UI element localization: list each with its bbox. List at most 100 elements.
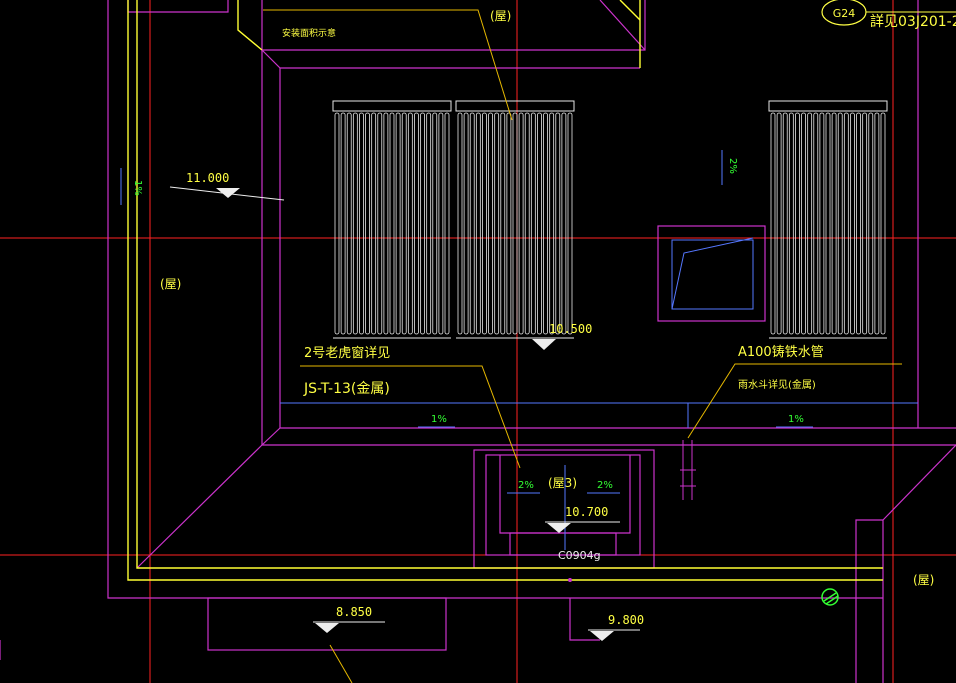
panel-tube — [880, 112, 886, 335]
panel-tube — [340, 112, 346, 335]
panel-tube — [500, 112, 506, 335]
level-bottom-left: 8.850 — [336, 605, 372, 619]
panel-tube — [488, 112, 493, 335]
panel-tube — [543, 112, 548, 335]
level-center: 10.500 — [549, 322, 592, 336]
wall-left-bottom-inner — [136, 0, 883, 569]
panel-tube — [432, 112, 438, 335]
panel-tube — [438, 112, 444, 335]
panel-tube — [524, 112, 530, 335]
panel-tube — [383, 112, 389, 335]
downpipe[interactable] — [680, 440, 696, 500]
pipe-spec: 雨水斗详见(金属) — [738, 378, 816, 391]
panel-tube — [371, 112, 377, 335]
panel-tube — [856, 112, 861, 335]
skylight-frame — [657, 225, 766, 322]
level-triangle-bottom-right — [590, 631, 614, 641]
drain-label: 2号老虎窗详见 — [304, 345, 390, 361]
panel-tube — [537, 112, 542, 335]
panel-header — [768, 100, 888, 112]
panel-tube — [389, 112, 395, 335]
panel-tube — [862, 112, 868, 335]
slope-vert-right: 2% — [727, 158, 738, 174]
panel-tube — [825, 112, 831, 335]
panel-tube — [776, 112, 782, 335]
solar-panel-1 — [332, 100, 452, 339]
panel-tube — [850, 112, 855, 335]
slope-bottom-right: 1% — [788, 414, 804, 425]
panel-tube — [457, 112, 463, 335]
slope-vert-left: 1% — [132, 180, 143, 196]
skylight-glass — [671, 239, 754, 310]
panel-tube — [420, 112, 425, 335]
solar-panel-3 — [768, 100, 888, 339]
annotation-text: 安装面积示意 詳见03J201-2 G24 (屋) (屋) (屋) (屋3) 2… — [132, 7, 956, 587]
top-left-note: 安装面积示意 — [282, 27, 336, 39]
panel-tube — [813, 112, 819, 335]
panel-tube — [414, 112, 419, 335]
level-left: 11.000 — [186, 171, 229, 185]
slope-center-left: 2% — [518, 480, 534, 491]
panel-tube — [795, 112, 800, 335]
panel-tube — [401, 112, 407, 335]
drain-symbol-icon — [821, 588, 839, 606]
panel-tube — [395, 112, 401, 335]
drain-spec: JS-T-13(金属) — [303, 381, 390, 397]
leader-lines — [263, 9, 902, 683]
hip-line-5 — [882, 444, 956, 521]
bottom-leader-right — [569, 598, 600, 641]
panel-tube — [807, 112, 813, 335]
window-code: C0904g — [558, 549, 601, 562]
panel-tube — [819, 112, 825, 335]
wall-left-bottom — [127, 0, 883, 581]
panel-tube — [561, 112, 567, 335]
reference-markers — [568, 0, 956, 606]
wall-lines — [127, 0, 883, 581]
center-room-label: (屋3) — [548, 476, 577, 490]
level-triangle-inner — [547, 523, 571, 533]
panel-tube — [463, 112, 469, 335]
panel-tube — [512, 112, 518, 335]
slope-center-right: 2% — [597, 480, 613, 491]
hip-line-1 — [261, 49, 281, 69]
leader-drain — [300, 365, 521, 469]
panel-tube — [549, 112, 555, 335]
panel-tube — [837, 112, 843, 335]
wall-top-jog — [237, 0, 263, 51]
level-triangle-bottom-left — [315, 623, 339, 633]
level-triangle-center — [532, 339, 556, 350]
level-triangles — [216, 188, 614, 641]
level-inner: 10.700 — [565, 505, 608, 519]
panel-tube — [426, 112, 432, 335]
panel-tube — [365, 112, 370, 335]
dormer-sill — [509, 532, 617, 556]
solar-panels — [332, 100, 888, 339]
panel-tube — [843, 112, 849, 335]
panel-tube — [874, 112, 880, 335]
top-right-ref: 詳见03J201-2 — [870, 14, 956, 30]
leader-top — [263, 9, 513, 121]
gutter-lines — [280, 237, 918, 550]
right-room-label: (屋) — [913, 573, 934, 587]
slope-arrows — [120, 150, 813, 494]
panel-header — [455, 100, 575, 112]
gutter-note-top: (屋) — [490, 9, 511, 23]
bottom-box-left — [207, 597, 447, 651]
panel-tube — [475, 112, 481, 335]
level-text: 11.000 10.500 10.700 8.850 9.800 — [186, 171, 644, 627]
panel-tube — [407, 112, 413, 335]
level-triangle-left — [216, 188, 240, 198]
panel-tube — [868, 112, 874, 335]
panel-tube — [567, 112, 573, 335]
panel-tube — [444, 112, 450, 335]
slope-bottom-left: 1% — [431, 414, 447, 425]
left-room-label: (屋) — [160, 277, 181, 291]
panel-tube — [334, 112, 340, 335]
skylight-diagonal — [671, 237, 754, 310]
panel-tube — [831, 112, 837, 335]
outer-roof-edge — [107, 0, 883, 599]
panel-tube — [506, 112, 512, 335]
hip-line-2 — [261, 427, 281, 446]
